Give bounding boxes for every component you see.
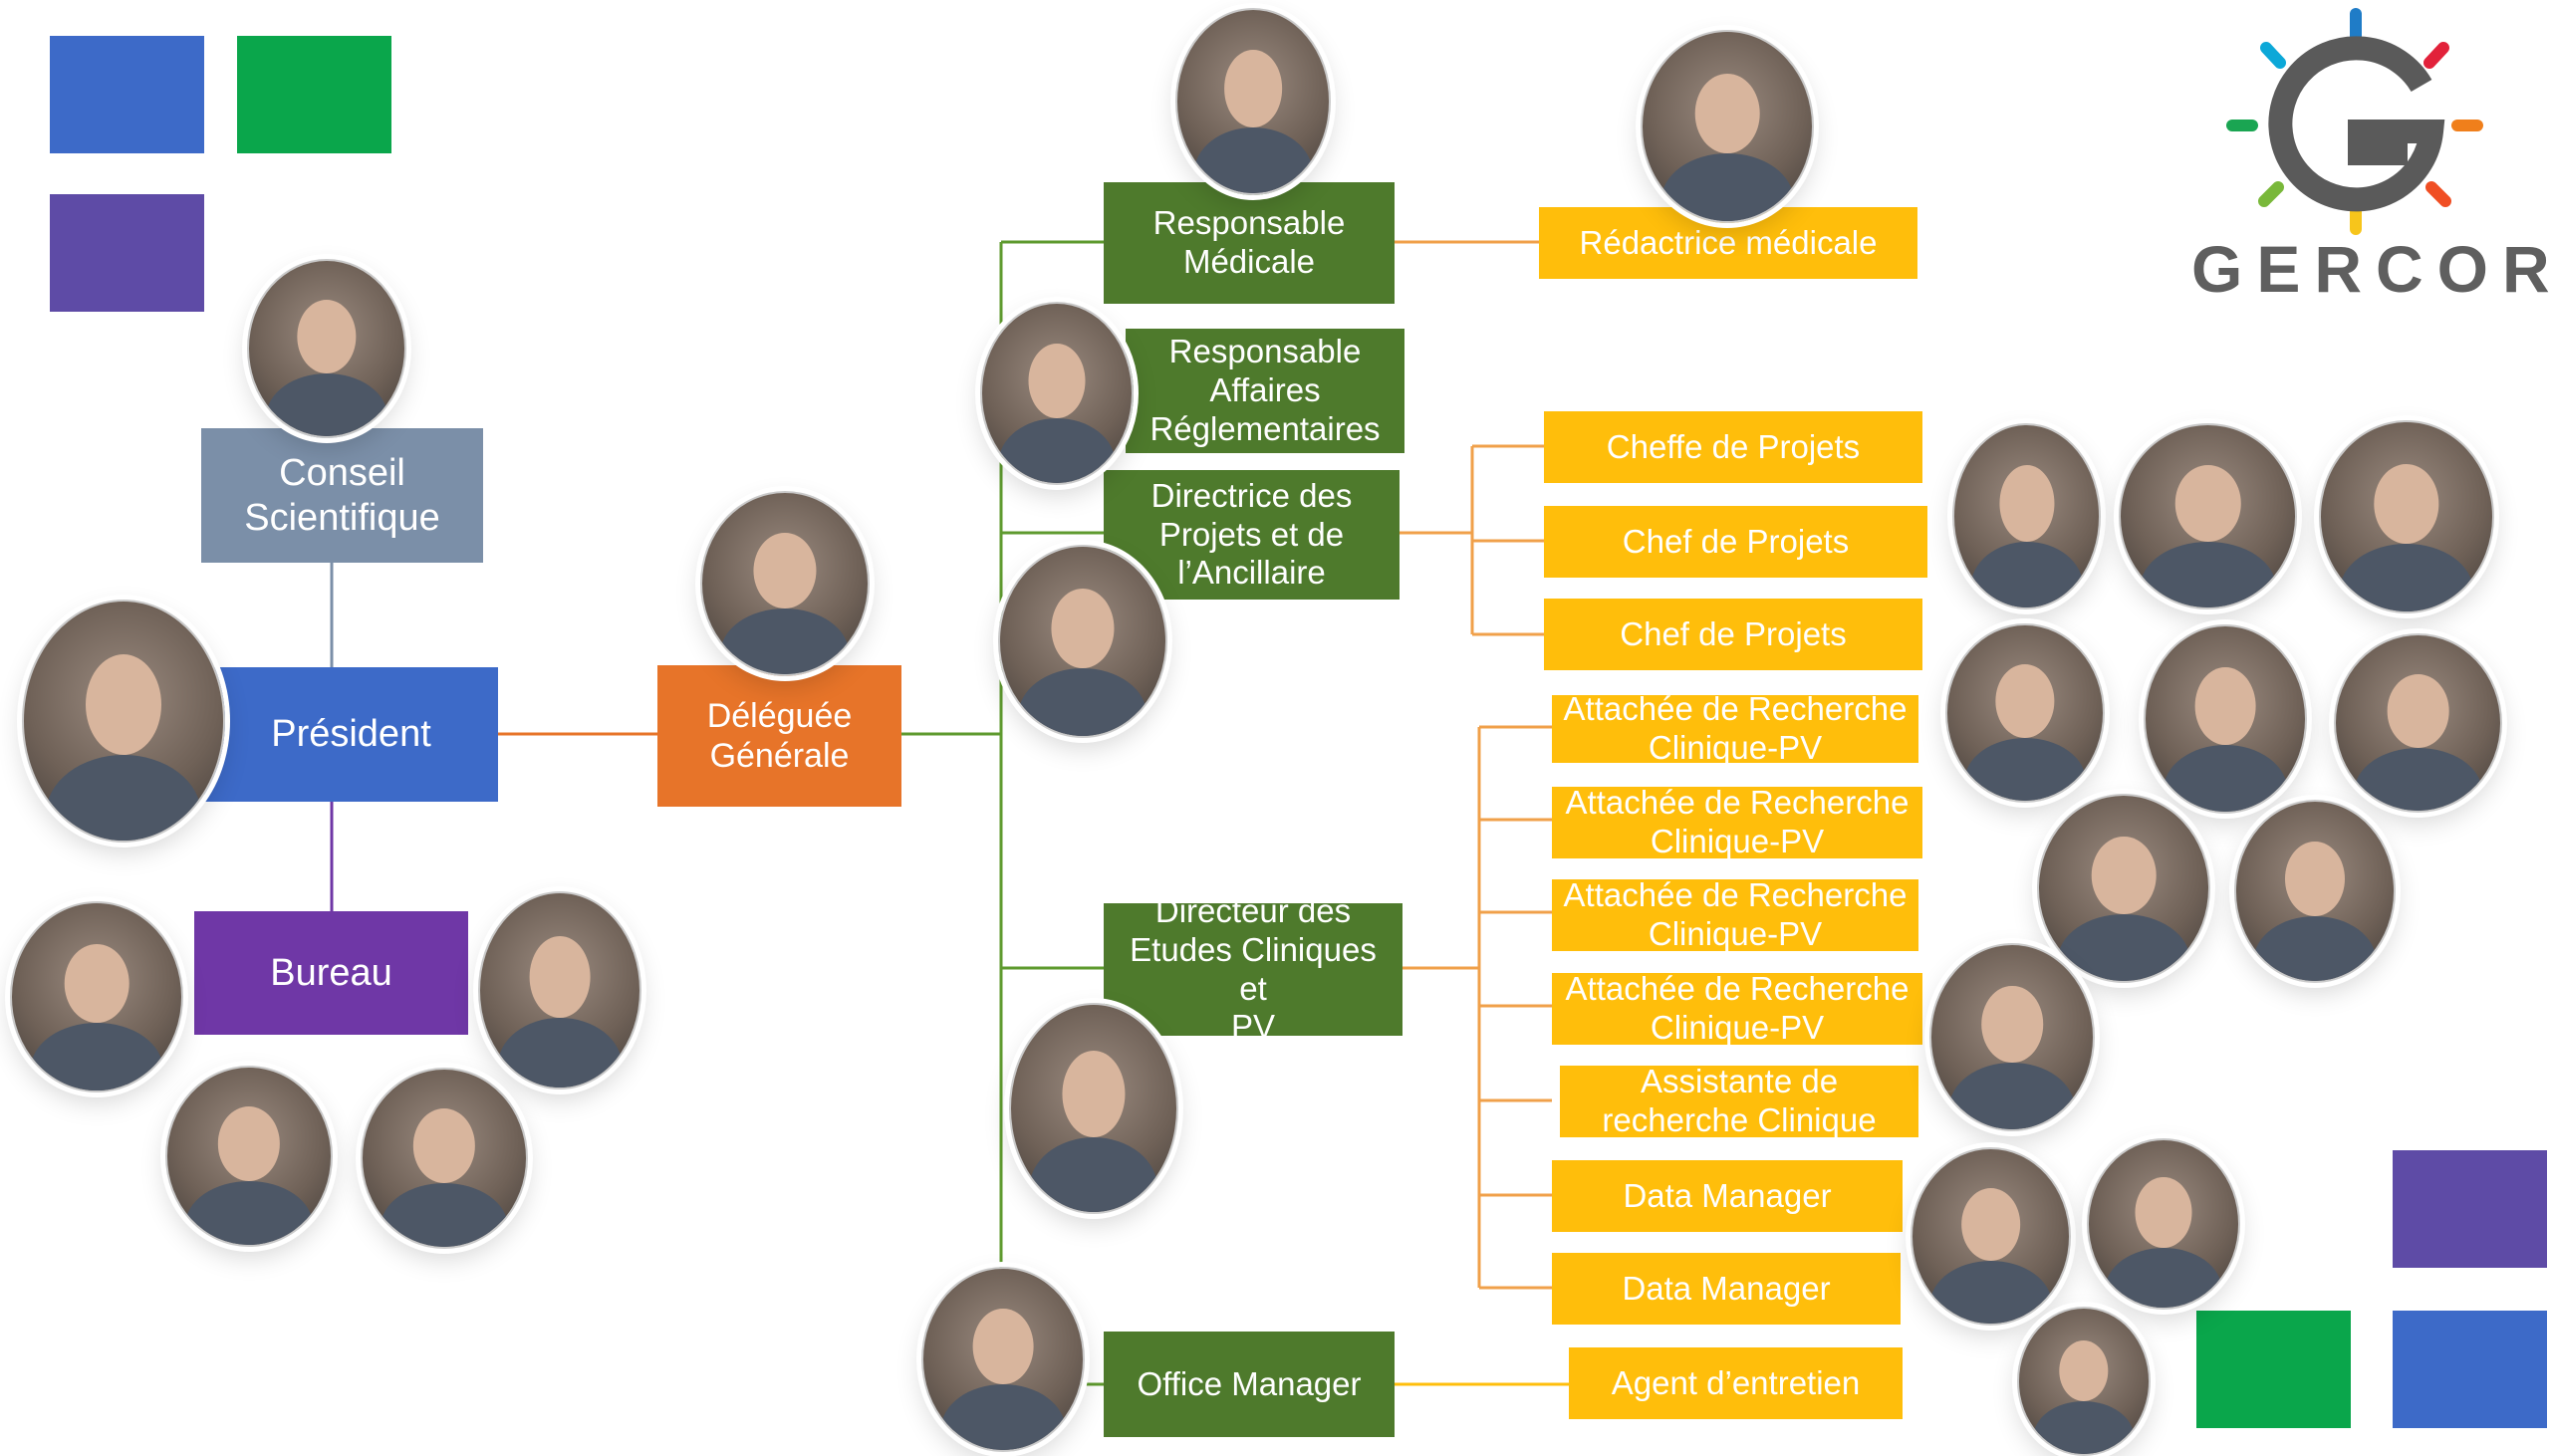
arc-4-box: Attachée de Recherche Clinique-PV [1552, 970, 1922, 1046]
portrait-arc-3 [2334, 633, 2502, 813]
arc-3-box: Attachée de Recherche Clinique-PV [1552, 876, 1918, 952]
gercor-logo [2226, 8, 2483, 235]
arc-2-box: Attachée de Recherche Clinique-PV [1552, 784, 1922, 859]
portrait-bureau-3 [165, 1066, 333, 1247]
logo-g-mark [2268, 36, 2445, 212]
directeur-etudes-box: Directeur des Etudes Cliniques et PV [1104, 892, 1402, 1045]
portrait-arc-5 [2234, 800, 2396, 983]
green-square-top-left [237, 36, 391, 153]
responsable-affaires-box: Responsable Affaires Réglementaires [1126, 329, 1404, 453]
cheffe-projets-box: Cheffe de Projets [1544, 411, 1922, 483]
gercor-logo-text: GERCOR [2191, 232, 2550, 306]
deleguee-generale-label: Déléguée Générale [706, 696, 853, 775]
orange-branch-connectors [1395, 240, 1552, 1290]
portrait-data-manager-1 [1911, 1147, 2071, 1326]
redactrice-medicale-label: Rédactrice médicale [1579, 223, 1878, 261]
portrait-bureau-1 [10, 901, 183, 1092]
portrait-arc-1 [1945, 623, 2105, 803]
data-manager-2-box: Data Manager [1552, 1253, 1901, 1325]
president-label: Président [271, 713, 431, 756]
portrait-bureau-4 [361, 1068, 528, 1249]
blue-square-bottom-right [2393, 1311, 2547, 1428]
president-box: Président [204, 667, 498, 802]
chef-projets-2-box: Chef de Projets [1544, 599, 1922, 670]
portrait-conseil [247, 259, 406, 438]
portrait-bureau-2 [478, 891, 641, 1090]
portrait-arc-2 [2144, 624, 2307, 814]
conseil-scientifique-box: Conseil Scientifique [201, 428, 483, 563]
arc-1-box: Attachée de Recherche Clinique-PV [1552, 690, 1918, 766]
portrait-redactrice [1641, 30, 1814, 223]
portrait-president [22, 600, 225, 843]
portrait-responsable-medicale [1175, 8, 1331, 195]
cheffe-projets-label: Cheffe de Projets [1606, 427, 1861, 465]
arc-2-label: Attachée de Recherche Clinique-PV [1565, 784, 1910, 859]
arc-1-label: Attachée de Recherche Clinique-PV [1563, 690, 1908, 766]
directeur-etudes-label: Directeur des Etudes Cliniques et PV [1130, 891, 1377, 1046]
directrice-projets-box: Directrice des Projets et de l’Ancillair… [1104, 470, 1400, 600]
green-square-bottom-right [2196, 1311, 2351, 1428]
deleguee-generale-box: Déléguée Générale [657, 665, 901, 807]
office-manager-box: Office Manager [1104, 1332, 1395, 1437]
portrait-agent-entretien [2017, 1307, 2151, 1456]
arc-4-label: Attachée de Recherche Clinique-PV [1565, 970, 1910, 1046]
arc-3-label: Attachée de Recherche Clinique-PV [1563, 876, 1908, 952]
data-manager-2-label: Data Manager [1622, 1269, 1831, 1307]
assistante-recherche-label: Assistante de recherche Clinique [1602, 1063, 1877, 1138]
directrice-projets-label: Directrice des Projets et de l’Ancillair… [1150, 476, 1353, 592]
responsable-affaires-label: Responsable Affaires Réglementaires [1149, 333, 1381, 447]
chef-projets-2-label: Chef de Projets [1620, 614, 1847, 652]
portrait-chef-projets-3 [2319, 420, 2494, 613]
agent-entretien-label: Agent d’entretien [1611, 1363, 1861, 1401]
portrait-directeur-etudes [1009, 1003, 1178, 1214]
portrait-deleguee [700, 491, 870, 676]
office-manager-label: Office Manager [1137, 1364, 1362, 1402]
data-manager-1-box: Data Manager [1552, 1160, 1903, 1232]
portrait-assistante [1929, 943, 2095, 1131]
blue-square-top-left [50, 36, 204, 153]
portrait-chef-projets-2 [2119, 423, 2297, 609]
portrait-chef-projets-1 [1952, 423, 2101, 609]
responsable-medicale-box: Responsable Médicale [1104, 182, 1395, 304]
portrait-responsable-affaires [980, 302, 1134, 485]
responsable-medicale-label: Responsable Médicale [1152, 204, 1346, 280]
bureau-box: Bureau [194, 911, 468, 1035]
chef-projets-1-label: Chef de Projets [1622, 522, 1850, 560]
portrait-arc-4 [2037, 794, 2210, 983]
portrait-office-manager [921, 1267, 1085, 1452]
bureau-label: Bureau [270, 951, 392, 994]
agent-entretien-box: Agent d’entretien [1569, 1347, 1903, 1419]
portrait-directrice-projets [998, 545, 1167, 738]
purple-square-top-left [50, 194, 204, 312]
portrait-data-manager-2 [2087, 1138, 2240, 1310]
assistante-recherche-box: Assistante de recherche Clinique [1560, 1063, 1918, 1138]
chef-projets-1-box: Chef de Projets [1544, 506, 1927, 578]
data-manager-1-label: Data Manager [1623, 1176, 1832, 1214]
conseil-scientifique-label: Conseil Scientifique [244, 451, 440, 539]
purple-square-bottom-right [2393, 1150, 2547, 1268]
